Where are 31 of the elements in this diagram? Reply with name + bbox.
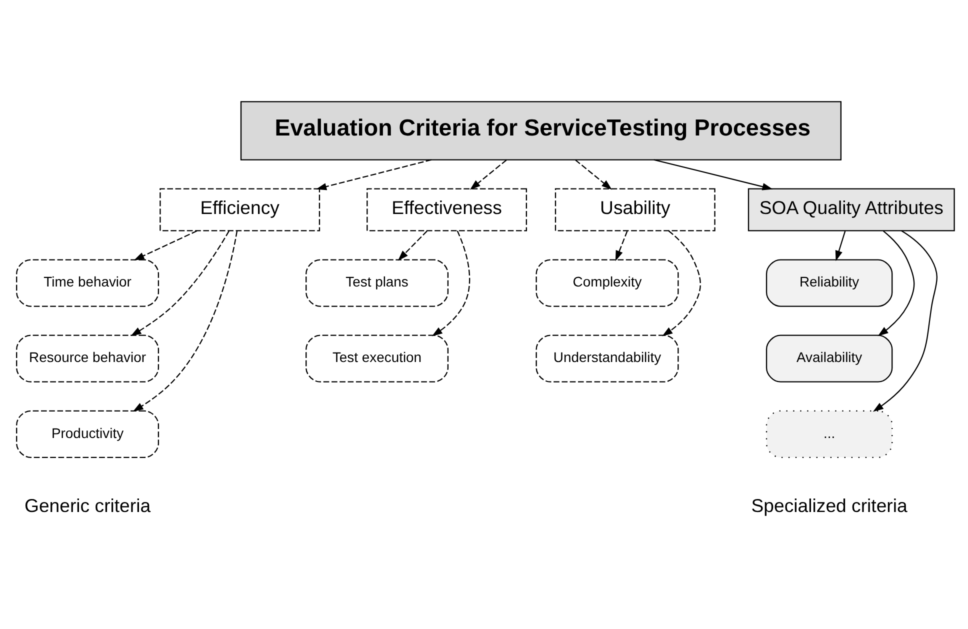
node-box: Complexity	[536, 258, 679, 306]
node-box: Availability	[766, 334, 893, 382]
node-box: Resource behavior	[16, 334, 160, 382]
node-box: Usability	[554, 188, 716, 231]
arrow	[470, 159, 507, 190]
arrow	[316, 158, 432, 190]
arrow	[130, 230, 230, 336]
node-box: Test plans	[306, 258, 449, 306]
arrow	[654, 158, 773, 190]
node-box: Reliability	[766, 258, 893, 306]
node-box: Evaluation Criteria for ServiceTesting Processes	[240, 100, 842, 160]
label: Specialized criteria	[751, 494, 908, 516]
arrow	[398, 230, 428, 260]
label: Generic criteria	[24, 494, 151, 516]
arrow	[872, 230, 938, 412]
node-box: ...	[766, 410, 893, 458]
node-box: SOA Quality Attributes	[748, 188, 955, 231]
arrow	[432, 230, 470, 336]
node-box: Time behavior	[16, 258, 160, 306]
arrow	[878, 230, 915, 336]
arrow	[134, 230, 198, 260]
arrow	[662, 230, 701, 336]
arrow	[835, 230, 846, 261]
node-box: Efficiency	[160, 188, 320, 231]
node-box: Test execution	[306, 334, 449, 382]
arrow	[575, 159, 612, 190]
arrow	[615, 230, 628, 261]
node-box: Understandability	[536, 334, 679, 382]
node-box: Productivity	[16, 410, 160, 458]
arrow	[132, 230, 238, 412]
node-box: Effectiveness	[366, 188, 528, 231]
